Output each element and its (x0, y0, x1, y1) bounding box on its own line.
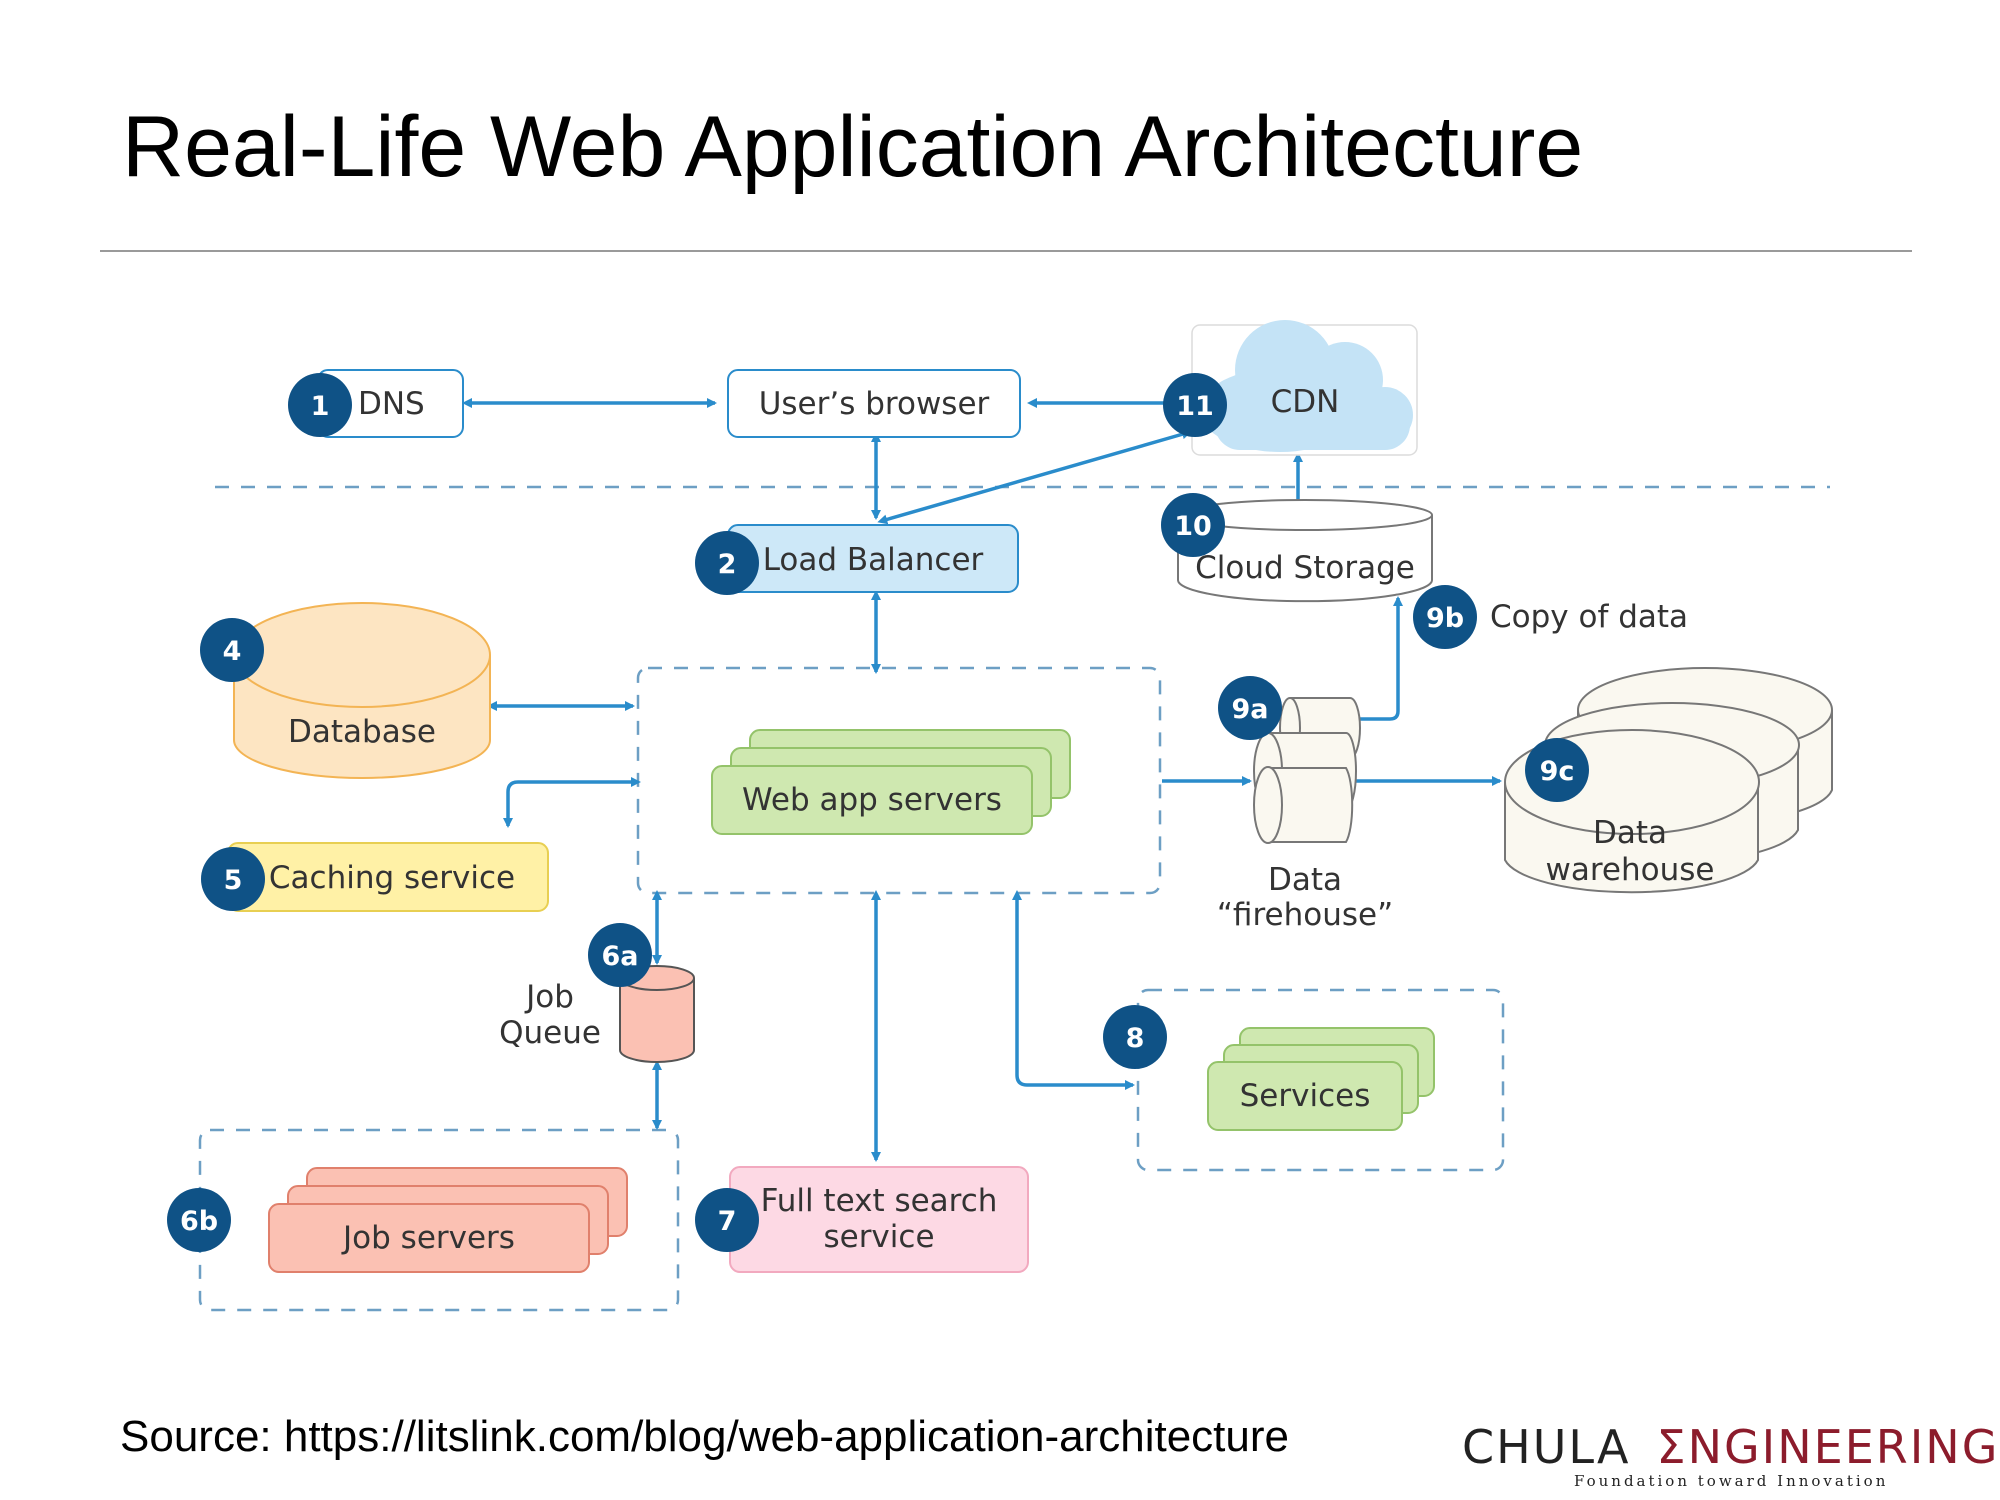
badge-dns-text: 1 (311, 391, 330, 422)
web-app-servers-box[interactable] (711, 765, 1033, 835)
web-app-servers-label: Web app servers (742, 782, 1002, 818)
badge-cdn (1163, 373, 1227, 437)
badge-copy (1413, 585, 1477, 649)
cdn-label: CDN (1271, 384, 1340, 420)
badge-job-queue-text: 6a (601, 941, 638, 972)
badge-firehouse-text: 9a (1231, 694, 1268, 725)
arrow-firehouse-copy (1358, 596, 1403, 721)
services-box[interactable] (1207, 1061, 1403, 1131)
badge-services-text: 8 (1126, 1023, 1145, 1054)
title-divider (100, 250, 1912, 252)
badge-warehouse (1525, 738, 1589, 802)
badge-load-balancer-text: 2 (718, 549, 737, 580)
badge-load-balancer (695, 531, 759, 595)
database-cylinder[interactable] (233, 602, 491, 779)
badge-search (695, 1188, 759, 1252)
cloud-storage-label: Cloud Storage (1195, 550, 1415, 586)
dns-label: DNS (358, 386, 425, 422)
cdn-cloud[interactable] (1200, 320, 1413, 452)
badge-caching-text: 5 (224, 865, 243, 896)
services-label: Services (1240, 1078, 1371, 1114)
badge-warehouse-text: 9c (1540, 756, 1575, 787)
badge-job-servers (167, 1188, 231, 1252)
badge-services (1103, 1005, 1167, 1069)
warehouse-label-line1: Data (1593, 815, 1667, 851)
badge-database-text: 4 (223, 636, 242, 667)
job-queue-label-line1: Job (524, 979, 574, 1015)
browser-label: User’s browser (759, 386, 990, 422)
data-firehouse-cylinders[interactable] (1253, 697, 1361, 844)
caching-service-label: Caching service (269, 860, 515, 896)
badge-cloud-storage-text: 10 (1174, 511, 1212, 542)
copy-of-data-label: Copy of data (1490, 599, 1688, 635)
badge-dns (288, 373, 352, 437)
source-citation: Source: https://litslink.com/blog/web-ap… (120, 1412, 1289, 1461)
logo-chula-text: CHULA (1462, 1420, 1631, 1474)
badge-cdn-text: 11 (1176, 391, 1214, 422)
cloud-storage-cylinder[interactable] (1177, 499, 1433, 603)
job-servers-label: Job servers (341, 1220, 515, 1256)
search-label-line1: Full text search (761, 1183, 998, 1219)
services-group (1136, 988, 1505, 1172)
chula-engineering-logo: CHULA ΣNGINEERING Foundation toward Innov… (1462, 1420, 1999, 1490)
logo-tagline: Foundation toward Innovation (1574, 1472, 1889, 1490)
firehouse-label-line1: Data (1268, 862, 1342, 898)
arrow-web-cache (503, 777, 641, 828)
logo-engineering-text: ΣNGINEERING (1656, 1420, 2000, 1474)
job-servers-box[interactable] (268, 1203, 590, 1273)
browser-box[interactable] (727, 369, 1021, 438)
badge-job-servers-text: 6b (180, 1206, 218, 1237)
badge-cloud-storage (1161, 493, 1225, 557)
badge-copy-text: 9b (1426, 603, 1464, 634)
search-label-line2: service (823, 1219, 934, 1255)
data-warehouse-cylinders[interactable] (1504, 667, 1833, 894)
badge-caching (201, 847, 265, 911)
firehouse-label-line2: “firehouse” (1217, 897, 1393, 933)
badge-job-queue (588, 923, 652, 987)
warehouse-label-line2: warehouse (1546, 852, 1715, 888)
badge-search-text: 7 (718, 1206, 737, 1237)
database-label: Database (288, 714, 436, 750)
badge-firehouse (1218, 676, 1282, 740)
load-balancer-label: Load Balancer (763, 542, 984, 578)
slide-title: Real-Life Web Application Architecture (122, 99, 1584, 195)
job-queue-label-line2: Queue (499, 1015, 601, 1051)
badge-database (200, 618, 264, 682)
arrow-lb-cdn (877, 429, 1192, 525)
arrow-web-services (1012, 890, 1135, 1090)
